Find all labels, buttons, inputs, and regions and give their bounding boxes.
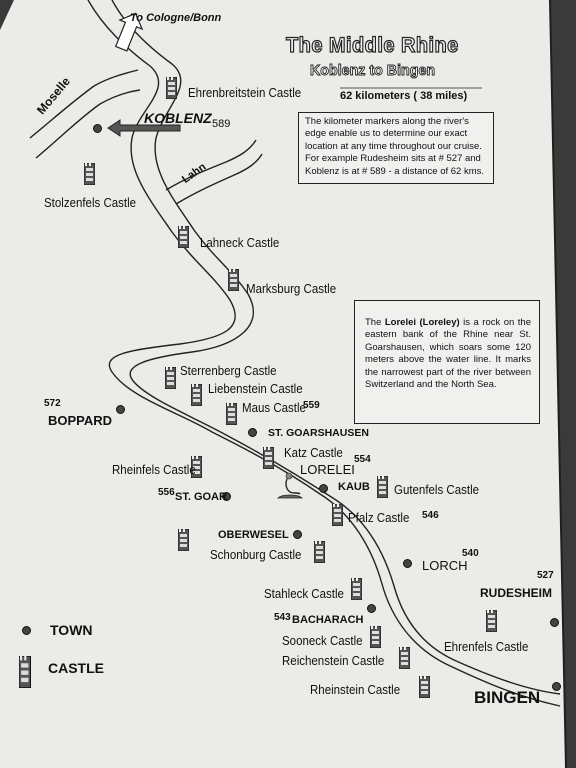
st-goar-km: 556: [158, 487, 175, 498]
km-note-text: The kilometer markers along the river's …: [305, 116, 485, 177]
lorelei-note-box: The Lorelei (Loreley) is a rock on the e…: [354, 300, 540, 424]
town-lorelei: LORELEI: [300, 462, 355, 477]
castle-icon: [351, 578, 362, 600]
legend-castle-icon: [19, 656, 31, 688]
castle-icon: [226, 403, 237, 425]
castle-icon: [166, 77, 177, 99]
km-note-box: The kilometer markers along the river's …: [298, 112, 494, 184]
legend-castle-label: CASTLE: [48, 660, 104, 676]
castle-icon: [191, 384, 202, 406]
boppard-km: 572: [44, 398, 61, 409]
castle-icon: [263, 447, 274, 469]
town-dot-boppard: [116, 405, 125, 414]
town-dot-bingen: [552, 682, 561, 691]
castle-sooneck: Sooneck Castle: [282, 634, 363, 648]
town-st-goarshausen: ST. GOARSHAUSEN: [268, 427, 369, 439]
koblenz-arrow: [107, 119, 181, 137]
castle-maus: Maus Castle: [242, 401, 306, 415]
bacharach-km: 543: [274, 612, 291, 623]
castle-icon: [84, 163, 95, 185]
castle-ehrenfels: Ehrenfels Castle: [444, 640, 529, 654]
castle-icon: [332, 504, 343, 526]
rudesheim-km: 527: [537, 570, 554, 581]
town-bacharach: BACHARACH: [292, 614, 364, 626]
town-dot-lorch: [403, 559, 412, 568]
lorch-km: 540: [462, 548, 479, 559]
castle-icon: [178, 529, 189, 551]
town-dot-kaub: [319, 484, 328, 493]
north-arrow: [114, 12, 144, 52]
castle-icon: [178, 226, 189, 248]
town-lorch: LORCH: [422, 558, 468, 573]
castle-icon: [419, 676, 430, 698]
castle-icon: [370, 626, 381, 648]
castle-stolzenfels: Stolzenfels Castle: [44, 196, 137, 210]
town-dot-st-goar: [222, 492, 231, 501]
town-kaub: KAUB: [338, 481, 370, 493]
castle-schonburg: Schonburg Castle: [210, 548, 302, 562]
map-title: The Middle Rhine: [285, 33, 459, 57]
castle-reichenstein: Reichenstein Castle: [282, 654, 385, 668]
town-dot-koblenz: [93, 124, 102, 133]
castle-rheinfels: Rheinfels Castle: [112, 463, 196, 477]
castle-icon: [165, 367, 176, 389]
town-bingen: BINGEN: [474, 688, 541, 707]
koblenz-km: 589: [212, 118, 231, 130]
castle-katz: Katz Castle: [284, 446, 343, 460]
town-dot-bacharach: [367, 604, 376, 613]
town-rudesheim: RUDESHEIM: [480, 586, 553, 600]
castle-ehrenbreitstein: Ehrenbreitstein Castle: [188, 86, 302, 100]
lorelei-note-pre: The: [365, 317, 382, 328]
legend-town-label: TOWN: [50, 622, 93, 638]
moselle-river: [29, 69, 141, 159]
distance-label: 62 kilometers ( 38 miles): [340, 90, 468, 102]
castle-pfalz: Pfalz Castle: [348, 511, 410, 525]
lahn-river: [165, 139, 263, 205]
castle-lahneck: Lahneck Castle: [200, 236, 280, 250]
town-dot-rudesheim: [550, 618, 559, 627]
castle-sterrenberg: Sterrenberg Castle: [180, 364, 277, 378]
castle-gutenfels: Gutenfels Castle: [394, 483, 480, 497]
lorelei-note-name: Lorelei (Loreley): [384, 317, 460, 328]
town-oberwesel: OBERWESEL: [218, 529, 289, 541]
castle-icon: [486, 610, 497, 632]
pfalz-km: 546: [422, 510, 439, 521]
castle-icon: [377, 476, 388, 498]
castle-stahleck: Stahleck Castle: [264, 587, 344, 601]
maus-km: 559: [303, 400, 320, 411]
legend-town-icon: [22, 626, 31, 635]
town-st-goar: ST. GOAR: [175, 491, 227, 503]
lorelei-note-text: is a rock on the eastern bank of the Rhi…: [365, 317, 531, 391]
town-koblenz: KOBLENZ: [144, 110, 212, 126]
castle-liebenstein: Liebenstein Castle: [208, 382, 303, 396]
town-dot-oberwesel: [293, 530, 302, 539]
castle-rheinstein: Rheinstein Castle: [310, 683, 401, 697]
lorelei-mermaid-icon: [277, 472, 303, 499]
map-subtitle: Koblenz to Bingen: [310, 62, 436, 80]
town-boppard: BOPPARD: [48, 413, 113, 428]
lorelei-km: 554: [354, 454, 371, 465]
castle-marksburg: Marksburg Castle: [246, 282, 337, 296]
rhine-river: [87, 0, 561, 707]
direction-label: To Cologne/Bonn: [130, 12, 222, 24]
castle-icon: [399, 647, 410, 669]
castle-icon: [228, 269, 239, 291]
castle-icon: [314, 541, 325, 563]
town-dot-st-goarshausen: [248, 428, 257, 437]
